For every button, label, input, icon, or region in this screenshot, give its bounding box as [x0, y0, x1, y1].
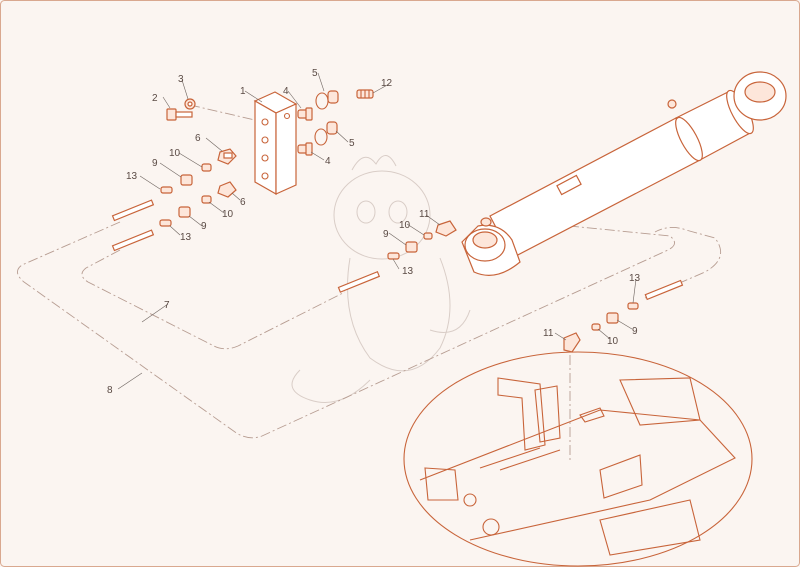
swivel-elbow-right: [563, 332, 581, 353]
callout-label: 10: [607, 336, 619, 347]
callout-label: 8: [107, 385, 113, 396]
callout-label: 7: [164, 300, 170, 311]
callout-label: 4: [283, 86, 289, 97]
callout-label: 13: [180, 232, 192, 243]
callout-label: 9: [632, 326, 638, 337]
callout-label: 4: [325, 156, 331, 167]
callout-label: 13: [402, 266, 414, 277]
swivel-elbow-middle: [435, 220, 457, 237]
callout-label: 5: [312, 68, 318, 79]
callout-label: 2: [152, 93, 158, 104]
plug-upper: [297, 107, 313, 121]
tube-stubs: [111, 199, 684, 301]
adapter-upper: [201, 163, 212, 172]
callout-label: 9: [201, 221, 207, 232]
callout-label: 10: [399, 220, 411, 231]
callout-label: 13: [126, 171, 138, 182]
elbow-lower: [159, 219, 172, 227]
nut-lower: [178, 206, 191, 218]
callout-label: 10: [169, 148, 181, 159]
watermark-mascot: [291, 155, 471, 403]
callout-label: 12: [381, 78, 393, 89]
hose-7: [81, 227, 722, 350]
threaded-plug: [356, 89, 374, 99]
elbow-middle: [387, 252, 400, 260]
elbow-upper: [160, 186, 173, 194]
nut-middle: [405, 241, 418, 253]
callout-label: 13: [629, 273, 641, 284]
bolt: [166, 108, 193, 121]
adapter-lower: [201, 195, 212, 204]
adapter-right: [591, 323, 601, 331]
adapter-middle: [423, 232, 433, 240]
nut-right: [606, 312, 619, 324]
fitting-upper: [217, 148, 237, 165]
callout-labels: 1 2 3 4 4 5 5 6 6 7 8 9 9 9 9 10 10 10 1…: [107, 68, 641, 396]
nut-upper: [180, 174, 193, 186]
hose-8: [17, 221, 675, 439]
callout-label: 11: [419, 209, 430, 220]
manifold-block: [253, 91, 298, 196]
callout-label: 5: [349, 138, 355, 149]
oring-cap-lower: [314, 121, 338, 146]
callout-label: 9: [152, 158, 158, 169]
callout-label: 11: [543, 328, 554, 339]
callout-label: 6: [240, 197, 246, 208]
callout-label: 3: [178, 74, 184, 85]
detail-view: [403, 351, 753, 567]
plug-lower: [297, 142, 313, 156]
leader-lines: [117, 72, 637, 390]
callout-label: 1: [240, 86, 246, 97]
hydraulic-cylinder: [461, 71, 787, 276]
callout-label: 10: [222, 209, 234, 220]
oring-cap-upper: [315, 90, 339, 110]
callout-label: 6: [195, 133, 201, 144]
washer: [184, 98, 196, 110]
callout-label: 9: [383, 229, 389, 240]
elbow-right: [627, 302, 639, 310]
fitting-lower: [217, 181, 237, 198]
